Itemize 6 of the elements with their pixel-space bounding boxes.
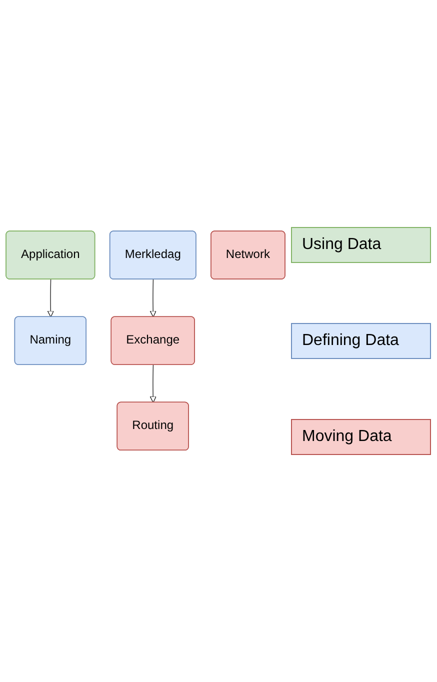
legend-item: Defining Data bbox=[291, 323, 431, 359]
arrow bbox=[150, 365, 156, 404]
legend-item: Moving Data bbox=[291, 419, 431, 455]
arrow bbox=[47, 279, 54, 318]
legend-item: Using Data bbox=[291, 227, 431, 263]
arrow bbox=[150, 279, 156, 318]
